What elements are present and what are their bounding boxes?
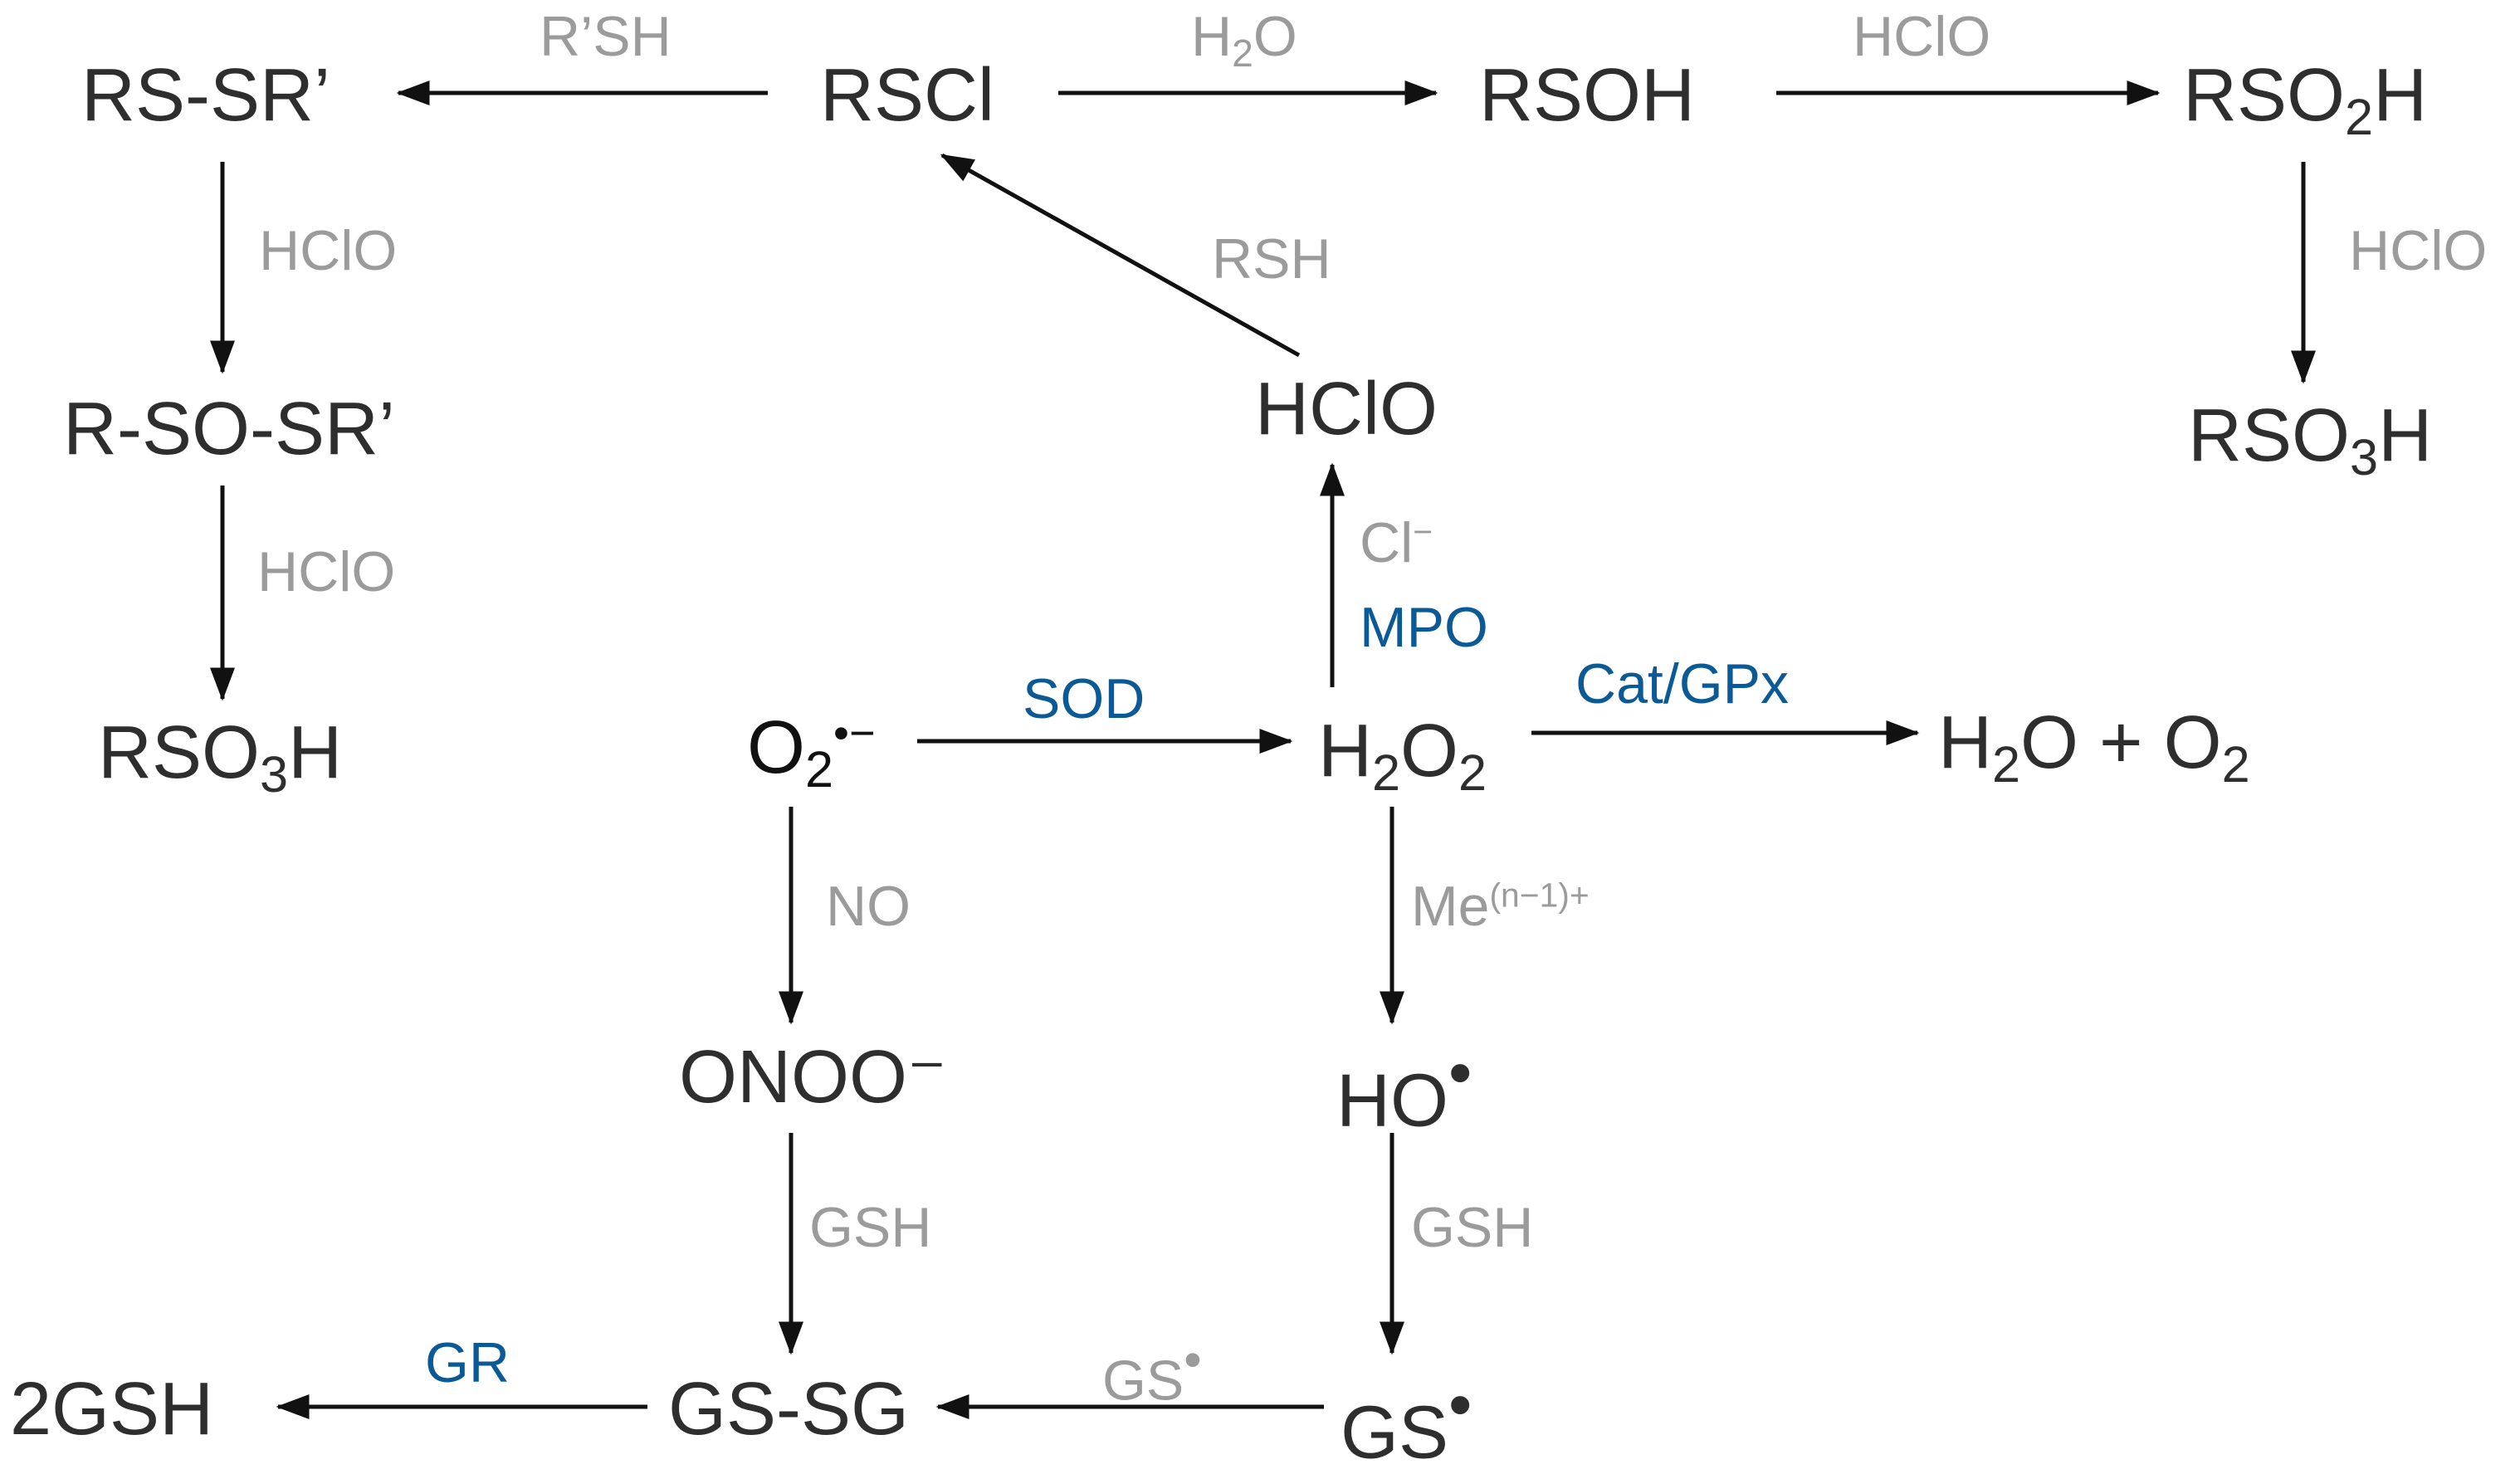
rsh-prime-label: R’SH	[540, 5, 672, 68]
gs-radical-a: GS	[1341, 1391, 1449, 1474]
r-so-sr-species: R-SO-SR’	[63, 388, 395, 471]
hclo-left-label-1: HClO	[259, 219, 398, 282]
gsh-right-label: GSH	[1411, 1196, 1534, 1259]
chloride-sup: −	[1413, 512, 1433, 551]
h2o2-sub2: 2	[1458, 744, 1487, 802]
arrow-hclo-to-rscl	[940, 153, 1301, 358]
h2o2-b: O	[1400, 710, 1459, 793]
cat-gpx-label: Cat/GPx	[1575, 652, 1789, 715]
gs-radical-label-dot: •	[1184, 1331, 1202, 1388]
gsh-left-label: GSH	[809, 1196, 932, 1259]
h2o2-species: H2O2	[1318, 714, 1487, 798]
hclo-left-label-2: HClO	[257, 540, 396, 603]
gs-radical-label-a: GS	[1102, 1349, 1184, 1413]
rso2h-species: RSO2H	[2183, 58, 2427, 143]
water-oxygen-b: O + O	[2020, 701, 2222, 784]
hclo-right-label: HClO	[2349, 219, 2488, 282]
sod-label: SOD	[1023, 667, 1145, 730]
rso2h-sub: 2	[2345, 89, 2374, 146]
metal-a: Me	[1411, 875, 1490, 938]
hclo-species: HClO	[1255, 368, 1438, 451]
rso3h-right-sub: 3	[2350, 429, 2379, 486]
mpo-label: MPO	[1360, 596, 1488, 659]
superoxide-sub: 2	[805, 741, 834, 798]
gs-radical-label: GS•	[1102, 1334, 1202, 1408]
hydroxyl-radical-species: HO•	[1336, 1040, 1472, 1139]
water-oxygen-species: H2O + O2	[1938, 705, 2250, 790]
water-label-a: H	[1191, 5, 1233, 68]
superoxide-species: O2•−	[747, 710, 876, 795]
rs-sr-species: RS-SR’	[81, 54, 331, 137]
rso3h-right-b: H	[2378, 394, 2433, 477]
rsoh-species: RSOH	[1479, 54, 1696, 137]
hydroxyl-dot: •	[1448, 1036, 1472, 1110]
gssg-species: GS-SG	[668, 1368, 910, 1451]
rso3h-left-species: RSO3H	[98, 715, 342, 800]
superoxide-sup: •−	[833, 708, 876, 759]
rsh-label: RSH	[1212, 227, 1331, 290]
water-oxygen-a: H	[1938, 701, 1992, 784]
rso3h-left-sub: 3	[260, 746, 289, 803]
water-oxygen-sub2: 2	[2221, 736, 2250, 793]
chloride-label: Cl−	[1360, 515, 1433, 571]
water-label-sub: 2	[1232, 31, 1253, 75]
peroxynitrite-species: ONOO⁻	[679, 1036, 947, 1119]
h2o2-sub1: 2	[1372, 744, 1401, 802]
rscl-species: RSCl	[820, 54, 995, 137]
water-label: H2O	[1191, 8, 1297, 72]
rso3h-left-a: RSO	[98, 711, 261, 794]
gr-label: GR	[425, 1331, 510, 1394]
superoxide-a: O	[747, 706, 806, 789]
gs-radical-species: GS•	[1341, 1372, 1472, 1471]
hydroxyl-a: HO	[1336, 1059, 1448, 1143]
rso3h-left-b: H	[288, 711, 343, 794]
no-label: NO	[826, 875, 911, 938]
hclo-top-label: HClO	[1853, 5, 1991, 68]
rso3h-right-a: RSO	[2188, 394, 2351, 477]
gs-radical-dot: •	[1448, 1368, 1472, 1442]
rso2h-a: RSO	[2183, 54, 2346, 137]
chloride-a: Cl	[1360, 511, 1414, 574]
rso2h-b: H	[2373, 54, 2428, 137]
2gsh-species: 2GSH	[10, 1368, 214, 1451]
water-label-b: O	[1253, 5, 1297, 68]
water-oxygen-sub1: 2	[1992, 736, 2021, 793]
rso3h-right-species: RSO3H	[2188, 398, 2432, 483]
metal-ion-label: Me(n−1)+	[1411, 878, 1590, 935]
metal-sup: (n−1)+	[1489, 876, 1590, 915]
h2o2-a: H	[1318, 710, 1372, 793]
